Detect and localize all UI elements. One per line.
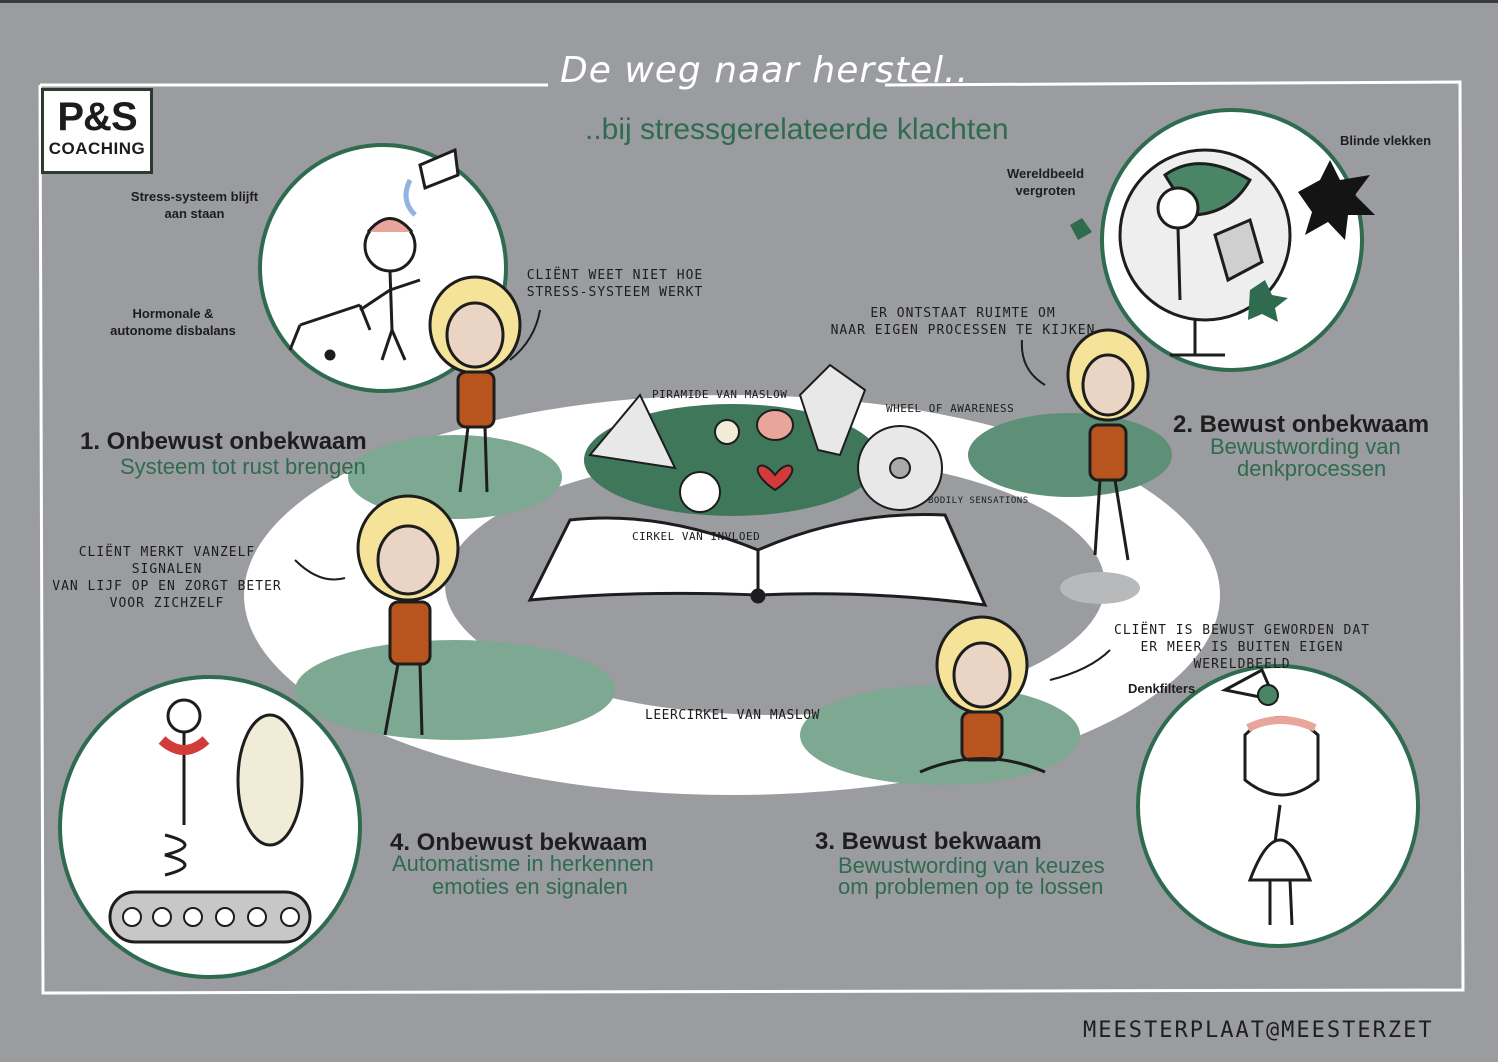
label-bodily: Bodily sensations — [928, 496, 1029, 506]
heart-icon — [756, 464, 794, 492]
stage-3-title: 3. Bewust bekwaam — [815, 828, 1042, 855]
stage-3-subtitle-2: om problemen op te lossen — [838, 874, 1104, 899]
coach-2 — [1066, 328, 1150, 561]
logo-main: P&S — [57, 95, 137, 139]
footer-credit: MEESTERPLAAT@MEESTERZET — [1083, 1018, 1434, 1043]
floor-ellipse-2 — [968, 413, 1172, 497]
belt-rollers — [122, 907, 300, 927]
wheel-hub — [889, 457, 911, 479]
page-subtitle: ..bij stressgerelateerde klachten — [585, 113, 1009, 146]
note-signals-line1: Cliënt merkt vanzelf signalen — [78, 545, 256, 577]
label-wheel: Wheel of awareness — [886, 402, 1015, 415]
label-maslow-pyramid: Piramide van Maslow — [652, 388, 788, 401]
note-aware: Cliënt is bewust geworden dat er meer is… — [1092, 622, 1392, 673]
circle-stage-3 — [1136, 664, 1420, 948]
page-title: De weg naar herstel.. — [560, 50, 970, 91]
note-client-unknown-line2: stress-systeem werkt — [526, 285, 704, 300]
note-thought-filters: Denkfilters — [1128, 681, 1196, 696]
stage-3-subtitle-1: Bewustwording van keuzes — [838, 853, 1105, 878]
coach-1 — [428, 275, 522, 493]
label-learning-circle: Leercirkel van Maslow — [645, 708, 820, 723]
coach-3 — [919, 615, 1046, 774]
stage-2-title: 2. Bewust onbekwaam — [1173, 411, 1430, 438]
floor-ellipse-4 — [295, 640, 615, 740]
green-star — [1248, 280, 1288, 322]
logo: P&S COACHING — [41, 88, 153, 174]
note-client-unknown: Cliënt weet niet hoe stress-systeem werk… — [525, 267, 705, 301]
globe — [1118, 148, 1292, 357]
logo-sub: COACHING — [48, 139, 146, 158]
note-signals-line2: van lijf op en zorgt beter — [52, 579, 282, 594]
open-head-figure — [1220, 667, 1320, 926]
pointer-2 — [1020, 339, 1046, 386]
shadow-ellipse — [1060, 572, 1140, 604]
note-client-unknown-line1: Cliënt weet niet hoe — [526, 268, 704, 283]
stage-4-subtitle-1: Automatisme in herkennen — [392, 851, 654, 876]
note-stress-on: Stress-systeem blijft aan staan — [127, 188, 262, 222]
pyramid-icon — [588, 393, 677, 470]
note-hormonal-line1: Hormonale & — [132, 306, 214, 321]
circle-influence-icon — [679, 471, 721, 513]
label-circle-influence: Cirkel van invloed — [632, 530, 761, 543]
note-worldview: Wereldbeeld vergroten — [998, 165, 1093, 199]
pointer-3 — [294, 559, 346, 581]
stage-4-subtitle-2: emoties en signalen — [432, 874, 628, 899]
brain-icon — [756, 409, 794, 441]
note-stress-on-line1: Stress-systeem blijft — [130, 189, 259, 204]
frame-line — [38, 80, 1465, 995]
small-globe — [1257, 684, 1279, 706]
note-signals-line3: voor zichzelf — [109, 596, 225, 611]
note-space-line2: naar eigen processen te kijken — [830, 323, 1096, 338]
open-book — [527, 512, 988, 607]
note-aware-line1: Cliënt is bewust geworden dat — [1114, 623, 1370, 638]
note-hormonal: Hormonale & autonome disbalans — [103, 305, 243, 339]
water-splash — [403, 178, 417, 217]
top-border — [0, 0, 1498, 3]
pointer-1 — [509, 309, 541, 361]
note-worldview-line2: vergroten — [1015, 183, 1076, 198]
spring-figure — [108, 698, 312, 944]
note-space-line1: Er ontstaat ruimte om — [870, 306, 1056, 321]
stage-2-subtitle-2: denkprocessen — [1237, 456, 1387, 481]
stage-4-title: 4. Onbewust bekwaam — [390, 829, 648, 856]
iceberg-icon — [798, 363, 867, 457]
coach-4 — [356, 494, 460, 736]
stage-1-subtitle: Systeem tot rust brengen — [120, 454, 366, 479]
note-hormonal-line2: autonome disbalans — [110, 323, 236, 338]
stage-1-title: 1. Onbewust onbekwaam — [80, 428, 367, 455]
note-aware-line2: er meer is buiten eigen wereldbeeld — [1140, 640, 1344, 672]
stress-figure — [288, 147, 460, 361]
note-blind-spots: Blinde vlekken — [1340, 133, 1432, 148]
note-stress-on-line2: aan staan — [164, 206, 225, 221]
pointer-4 — [1049, 649, 1111, 681]
light-icon — [714, 419, 740, 445]
stage-2-subtitle-1: Bewustwording van — [1210, 434, 1401, 459]
ink-blot — [1298, 160, 1375, 240]
green-splash — [1070, 218, 1092, 240]
note-space: Er ontstaat ruimte om naar eigen process… — [828, 305, 1098, 339]
note-signals: Cliënt merkt vanzelf signalen van lijf o… — [42, 544, 292, 612]
note-worldview-line1: Wereldbeeld — [1006, 166, 1085, 181]
